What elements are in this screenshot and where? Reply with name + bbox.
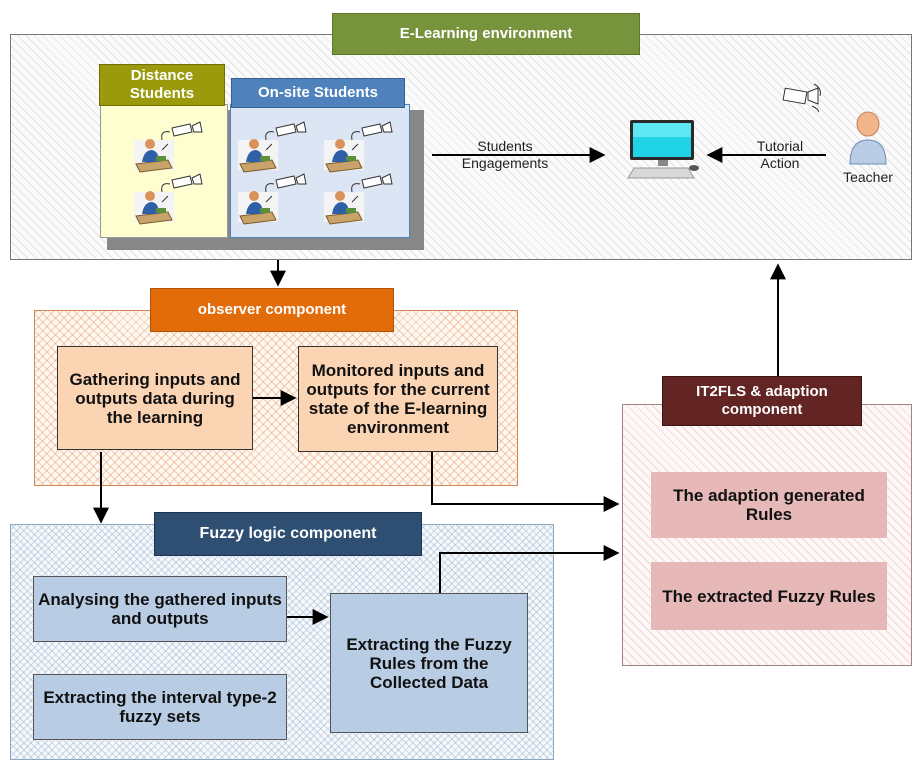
student-at-desk-icon [134, 173, 203, 225]
student-at-desk-icon [324, 121, 393, 173]
elearning-environment-title: E-Learning environment [332, 13, 640, 55]
it2fls-component-title: IT2FLS & adaption component [662, 376, 862, 426]
monitored-inputs-box: Monitored inputs and outputs for the cur… [298, 346, 498, 452]
students-engagements-label: Students Engagements [440, 138, 570, 172]
camera-icon [782, 83, 821, 113]
computer-monitor-icon [627, 120, 699, 179]
gathering-data-box: Gathering inputs and outputs data during… [57, 346, 253, 450]
monitored-to-it2fls-arrow [431, 452, 620, 512]
fuzzy-logic-component-title: Fuzzy logic component [154, 512, 422, 556]
student-at-desk-icon [134, 121, 203, 173]
analysing-box: Analysing the gathered inputs and output… [33, 576, 287, 642]
extracting-to-it2fls-arrow [439, 545, 620, 593]
student-at-desk-icon [238, 121, 307, 173]
extracted-fuzzy-rules-box: The extracted Fuzzy Rules [651, 562, 887, 630]
tutorial-line2: Action [760, 155, 800, 171]
adaption-rules-box: The adaption generated Rules [651, 472, 887, 538]
student-at-desk-icon [238, 173, 307, 225]
distance-students-title: Distance Students [99, 64, 225, 106]
extracting-fuzzy-rules-box: Extracting the Fuzzy Rules from the Coll… [330, 593, 528, 733]
teacher-label: Teacher [843, 169, 893, 185]
interval-type2-box: Extracting the interval type-2 fuzzy set… [33, 674, 287, 740]
teacher-person-icon [849, 111, 887, 165]
engagements-line1: Students [477, 138, 533, 154]
tutorial-action-label: Tutorial Action [738, 138, 822, 172]
observer-component-title: observer component [150, 288, 394, 332]
engagements-line2: Engagements [461, 155, 549, 171]
tutorial-line1: Tutorial [756, 138, 804, 154]
student-at-desk-icon [324, 173, 393, 225]
onsite-students-title: On-site Students [231, 78, 405, 108]
